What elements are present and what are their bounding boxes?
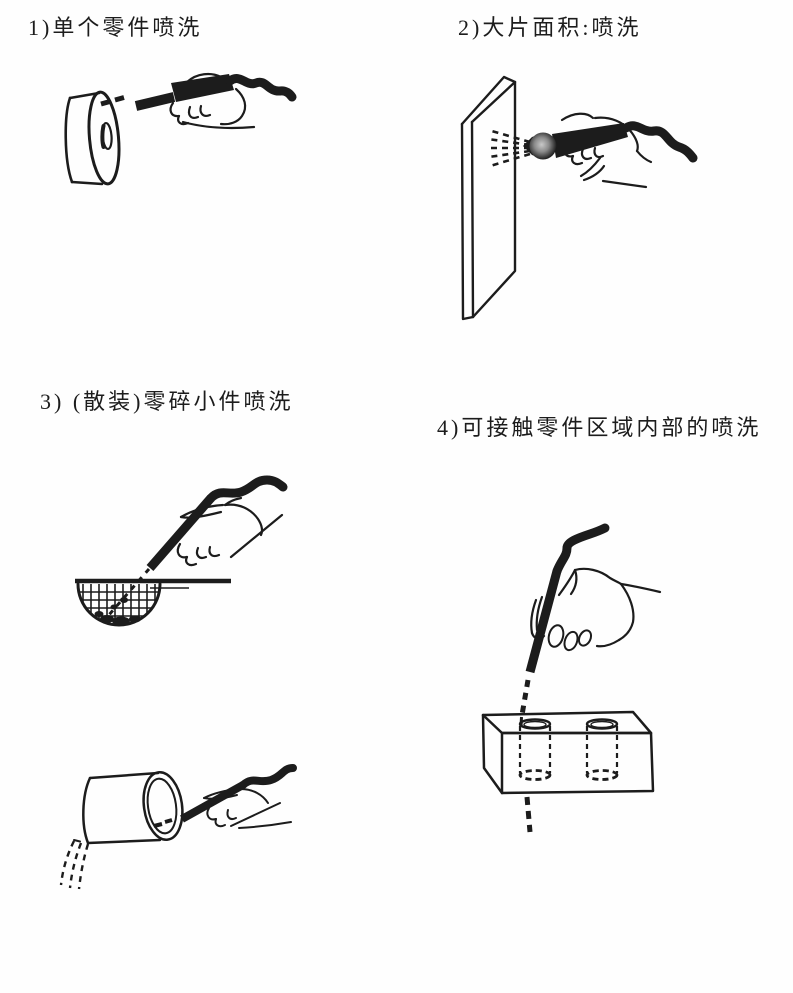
hand	[560, 112, 653, 189]
spray-dashes	[153, 822, 163, 828]
figure3a-illustration-sieve-spray	[75, 475, 288, 627]
hand	[169, 72, 256, 130]
ring-part	[64, 90, 121, 186]
hand	[203, 788, 292, 829]
flat-panel	[460, 75, 517, 321]
bore-left	[518, 718, 552, 781]
figure3-caption: 3) (散装)零碎小件喷洗	[40, 389, 294, 414]
figure1-caption: 1)单个零件喷洗	[28, 15, 203, 40]
drain-streams	[59, 840, 90, 890]
sleeve-hose	[552, 523, 610, 576]
drum	[73, 770, 184, 845]
figure3b-illustration-drum-spray	[59, 764, 297, 890]
figure2-caption: 2)大片面积:喷洗	[458, 15, 642, 40]
spray-dashes	[100, 95, 125, 107]
spray-wand	[134, 74, 234, 111]
bore-right	[585, 718, 619, 781]
sleeve-hose	[206, 475, 288, 503]
block	[481, 710, 655, 795]
figure4-illustration-bore-spray	[481, 523, 662, 833]
sleeve-hose	[621, 121, 698, 163]
hand	[176, 496, 284, 567]
spray-nozzle	[523, 123, 628, 160]
spray-fan	[487, 128, 531, 168]
small-parts	[94, 597, 141, 626]
sleeve-hose	[225, 74, 297, 102]
figure2-illustration-large-surface-spray	[460, 75, 698, 321]
hand	[530, 567, 662, 652]
spray-wand	[525, 569, 562, 674]
sieve	[75, 578, 231, 627]
sleeve-hose	[239, 764, 297, 789]
spray-line	[519, 679, 533, 833]
figure4-caption: 4)可接触零件区域内部的喷洗	[437, 415, 762, 440]
figure1-illustration-single-part-spray	[64, 72, 297, 186]
